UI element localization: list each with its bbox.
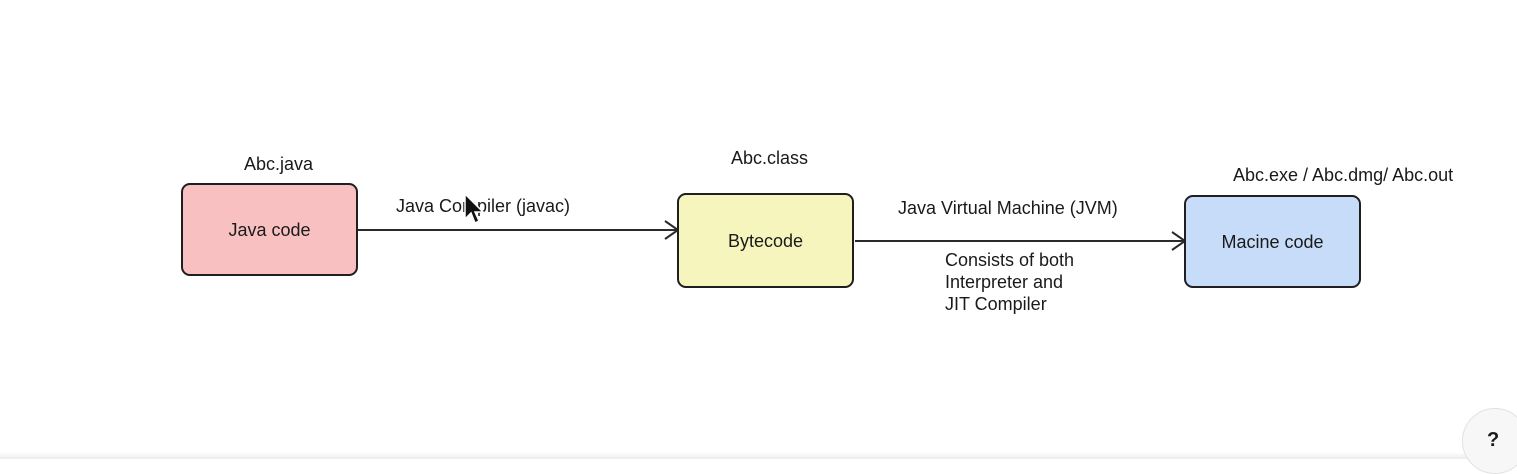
node-machine-code-label: Macine code — [1221, 231, 1324, 252]
node-bytecode-label: Bytecode — [727, 230, 804, 251]
caption-java: Abc.java — [244, 154, 314, 174]
help-button-label: ? — [1487, 429, 1500, 451]
arrow-compile — [358, 220, 680, 240]
node-machine-code[interactable]: Macine code — [1184, 195, 1361, 288]
arrow-execute — [855, 231, 1187, 251]
node-bytecode[interactable]: Bytecode — [677, 193, 854, 288]
node-java-code-label: Java code — [228, 219, 311, 240]
mouse-pointer-icon — [464, 193, 485, 225]
edge-note-line-1: Consists of both — [945, 250, 1075, 270]
diagram-canvas: Abc.java Abc.class Abc.exe / Abc.dmg/ Ab… — [181, 148, 1454, 314]
edge-note-line-2: Interpreter and — [945, 272, 1064, 292]
diagram-arrows — [358, 220, 1187, 251]
caption-machine: Abc.exe / Abc.dmg/ Abc.out — [1233, 165, 1454, 185]
edge-label-compiler: Java Compiler (javac) — [396, 196, 571, 216]
help-button[interactable]: ? — [1462, 408, 1517, 474]
bottom-bar — [0, 452, 1517, 459]
caption-bytecode: Abc.class — [731, 148, 809, 168]
edge-label-jvm: Java Virtual Machine (JVM) — [898, 198, 1118, 218]
edge-note-line-3: JIT Compiler — [945, 294, 1047, 314]
node-java-code[interactable]: Java code — [181, 183, 358, 276]
